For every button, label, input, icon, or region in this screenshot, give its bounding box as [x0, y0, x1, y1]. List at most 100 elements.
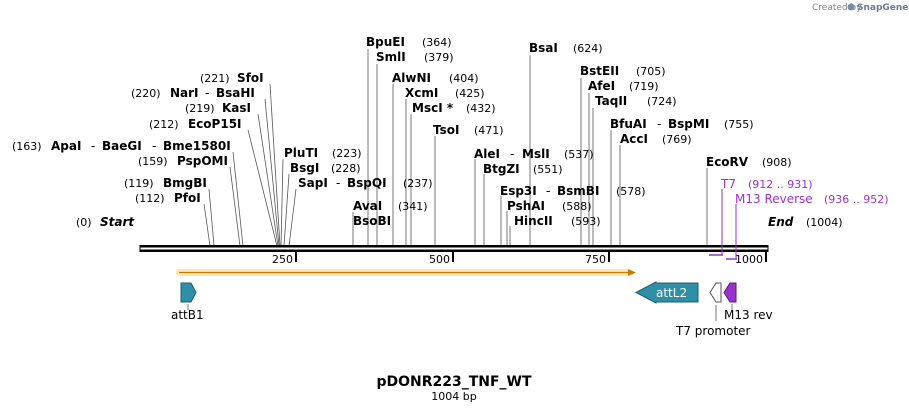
site-pos: (223) [332, 147, 362, 160]
svg-text:-: - [205, 86, 209, 100]
enzyme-name: XcmI [405, 86, 438, 100]
feature-attb1: attB1 [171, 282, 204, 322]
credit-text: Created by [812, 3, 862, 13]
site-bmgbi: (119) BmgBI [124, 176, 207, 190]
end-label: End [768, 215, 794, 229]
cut-lines [203, 49, 708, 247]
site-esp3i: Esp3I - BsmBI (578) [500, 184, 646, 198]
enzyme-name: BspQI [347, 176, 387, 190]
enzyme-name: AfeI [588, 79, 615, 93]
brand-text: SnapGene [857, 3, 908, 13]
site-pos: (705) [636, 65, 666, 78]
site-pos: (471) [474, 124, 504, 137]
enzyme-name: AccI [620, 132, 648, 146]
enzyme-name: PshAI [507, 199, 545, 213]
site-acci: AccI (769) [620, 132, 692, 146]
site-ecop15i: (212) EcoP15I [149, 117, 242, 131]
primer-t7: T7 (912 .. 931) [720, 177, 813, 191]
enzyme-name: NarI [170, 86, 199, 100]
enzyme-name: SfoI [237, 71, 264, 85]
enzyme-name: BspMI [668, 117, 709, 131]
enzyme-name: PfoI [174, 191, 201, 205]
enzyme-name: AlwNI [392, 71, 431, 85]
enzyme-name: SapI [298, 176, 328, 190]
site-sfoi: (221) SfoI [200, 71, 264, 85]
enzyme-name: TaqII [595, 94, 627, 108]
site-tsoi: TsoI (471) [433, 123, 504, 137]
t7-promoter-label: T7 promoter [675, 324, 751, 338]
enzyme-name: BsgI [290, 161, 319, 175]
site-pos: (724) [647, 95, 677, 108]
enzyme-name: TsoI [433, 123, 459, 137]
svg-text:-: - [91, 139, 95, 153]
enzyme-name: BsaI [529, 41, 558, 55]
site-alwni: AlwNI (404) [392, 71, 479, 85]
enzyme-name: EcoP15I [188, 117, 242, 131]
enzyme-name: Esp3I [500, 184, 537, 198]
primer-marks [709, 189, 737, 260]
site-bfuai: BfuAI - BspMI (755) [610, 117, 754, 131]
site-pos: (220) [131, 87, 161, 100]
enzyme-name: PluTI [284, 146, 318, 160]
feature-m13-rev: M13 rev [723, 282, 773, 322]
site-pshai: PshAI (588) [507, 199, 592, 213]
svg-text:-: - [510, 147, 514, 161]
site-pos: (593) [571, 215, 601, 228]
enzyme-name: KasI [222, 101, 251, 115]
site-bsgi: BsgI (228) [290, 161, 361, 175]
primer-name: T7 [720, 177, 736, 191]
primer-m13-reverse: M13 Reverse (936 .. 952) [735, 192, 889, 206]
start-pos: (0) [76, 216, 92, 229]
ruler: 250 500 750 1000 [272, 252, 767, 266]
enzyme-name: AleI [474, 147, 500, 161]
enzyme-name: AvaI [353, 199, 382, 213]
site-pos: (379) [424, 51, 454, 64]
site-avai: AvaI BsoBI (341) [353, 199, 428, 228]
site-bpuei: BpuEI (364) [366, 35, 452, 49]
site-msci: MscI * (432) [412, 101, 496, 115]
site-pos: (588) [562, 200, 592, 213]
enzyme-name: SmlI [376, 50, 406, 64]
ruler-tick-1000: 1000 [735, 253, 763, 266]
enzyme-name: BmgBI [163, 176, 207, 190]
site-btgzi: BtgZI (551) [483, 162, 563, 176]
site-pos: (341) [398, 200, 428, 213]
site-xcmi: XcmI (425) [405, 86, 485, 100]
site-pos: (119) [124, 177, 154, 190]
site-bsai: BsaI (624) [529, 41, 603, 55]
enzyme-name: BsoBI [353, 214, 391, 228]
site-pspomi: (159) PspOMI [138, 154, 228, 168]
ruler-tick-250: 250 [272, 253, 293, 266]
backbone [139, 245, 769, 252]
primer-range: (912 .. 931) [748, 178, 813, 191]
enzyme-name: MslI [522, 147, 550, 161]
site-nari: (220) NarI - BsaHI [131, 86, 255, 100]
enzyme-name: EcoRV [706, 155, 749, 169]
site-pos: (159) [138, 155, 168, 168]
site-pos: (432) [466, 102, 496, 115]
site-alei: AleI - MslI (537) [474, 147, 594, 161]
attl2-label: attL2 [656, 286, 687, 300]
svg-text:-: - [152, 139, 156, 153]
ruler-tick-500: 500 [429, 253, 450, 266]
site-pos: (404) [449, 72, 479, 85]
site-pos: (112) [135, 192, 165, 205]
ruler-tick-750: 750 [585, 253, 606, 266]
site-smli: SmlI (379) [376, 50, 454, 64]
site-apai: (163) ApaI - BaeGI - Bme1580I [12, 139, 231, 153]
site-bsteii: BstEII (705) [580, 64, 666, 78]
svg-text:-: - [336, 176, 340, 190]
enzyme-name: BaeGI [102, 139, 142, 153]
enzyme-name: BtgZI [483, 162, 520, 176]
site-pos: (755) [724, 118, 754, 131]
site-taqii: TaqII (724) [595, 94, 677, 108]
site-afei: AfeI (719) [588, 79, 659, 93]
plasmid-title: pDONR223_TNF_WT [376, 374, 532, 390]
site-pos: (212) [149, 118, 179, 131]
end-pos: (1004) [806, 216, 843, 229]
svg-text:-: - [657, 117, 661, 131]
start-label: Start [100, 215, 135, 229]
site-kasi: (219) KasI [185, 101, 251, 115]
site-pos: (719) [629, 80, 659, 93]
